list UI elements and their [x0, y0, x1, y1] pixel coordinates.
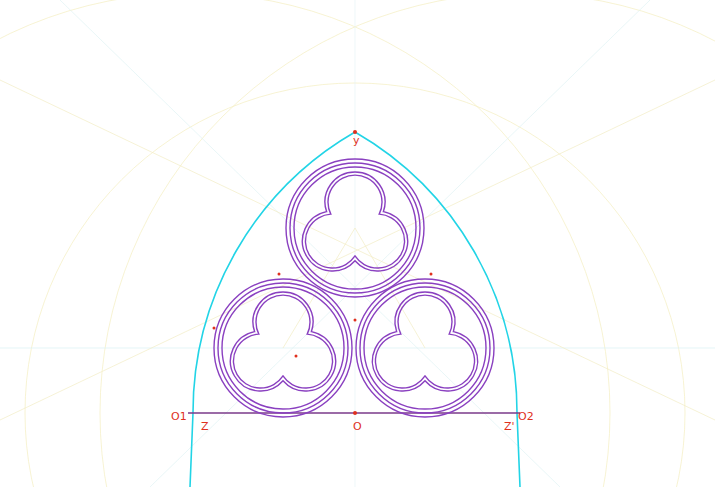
tracery-stroke: [230, 292, 335, 391]
point-label: Z: [200, 420, 210, 433]
point-label: O1: [170, 410, 188, 423]
construction-points: [213, 130, 433, 415]
tracery-rings: [214, 159, 494, 417]
tracery-stroke: [290, 163, 420, 293]
tracery-stroke: [233, 295, 332, 388]
point-label: O: [352, 420, 363, 433]
tracery-stroke: [305, 175, 404, 268]
tracery-stroke: [372, 292, 477, 391]
tracery-stroke: [214, 279, 352, 417]
tracery-stroke: [218, 283, 348, 413]
point-label: Z': [503, 420, 516, 433]
tracery-stroke: [222, 287, 344, 409]
tracery-stroke: [360, 283, 490, 413]
tracery-stroke: [302, 172, 407, 271]
tracery-stroke: [356, 279, 494, 417]
tracery-stroke: [286, 159, 424, 297]
tracery-stroke: [375, 295, 474, 388]
point-label: O2: [517, 410, 535, 423]
tracery-stroke: [294, 167, 416, 289]
point-label: y: [352, 134, 361, 147]
tracery-stroke: [364, 287, 486, 409]
